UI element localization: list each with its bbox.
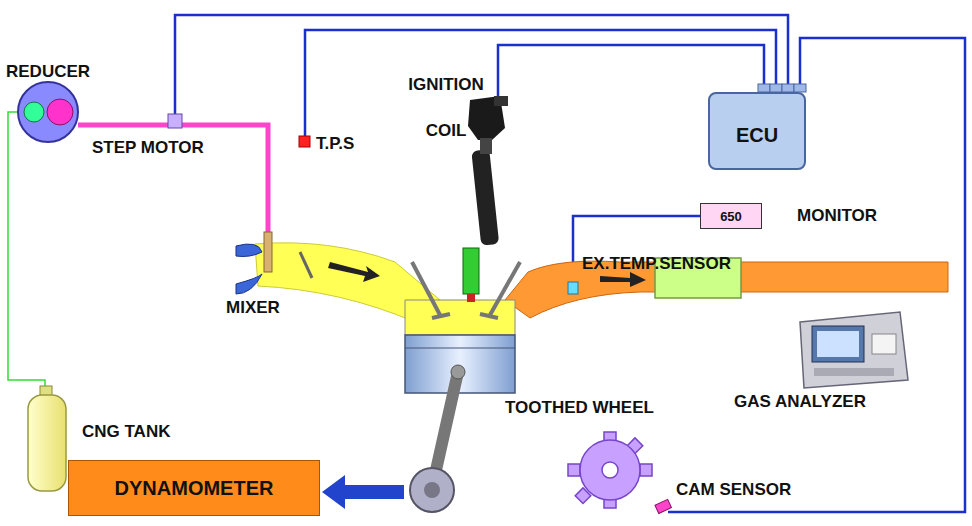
- cam-sensor: [655, 499, 671, 513]
- part-label: MIXER: [226, 298, 280, 318]
- step-motor: [168, 114, 182, 128]
- node-text: ECU: [736, 124, 778, 147]
- power-arrow: [322, 475, 404, 509]
- part-label: CAM SENSOR: [676, 480, 791, 500]
- part-label: TOOTHED WHEEL: [505, 398, 654, 418]
- cng-tank: [28, 395, 66, 491]
- ecu-box: ECU: [708, 92, 806, 170]
- reducer: [18, 82, 78, 142]
- part-label: CNG TANK: [82, 422, 170, 442]
- gas-line: [8, 112, 45, 388]
- node-heading: MONITOR: [797, 206, 877, 226]
- ignition-coil: [468, 96, 508, 246]
- gas-tube: [78, 125, 268, 236]
- spark-plug: [463, 248, 479, 294]
- dynamometer-box: DYNAMOMETER: [68, 460, 320, 516]
- node-text: 650: [720, 209, 742, 224]
- signal-wires: [175, 15, 965, 512]
- node-text: DYNAMOMETER: [115, 477, 274, 500]
- crankshaft: [410, 468, 454, 512]
- part-label: EX.TEMP.SENSOR: [582, 254, 731, 274]
- gas-analyzer: [800, 312, 908, 388]
- tps-sensor: [299, 136, 310, 147]
- toothed-wheel: [568, 432, 652, 508]
- part-label: GAS ANALYZER: [734, 392, 866, 412]
- monitor-box: 650MONITOR: [700, 203, 762, 229]
- exhaust-temp-sensor: [568, 282, 578, 294]
- part-label: REDUCER: [6, 62, 90, 82]
- part-label: T.P.S: [316, 134, 354, 154]
- part-label: STEP MOTOR: [92, 138, 204, 158]
- part-label: IGNITION COIL: [400, 62, 492, 154]
